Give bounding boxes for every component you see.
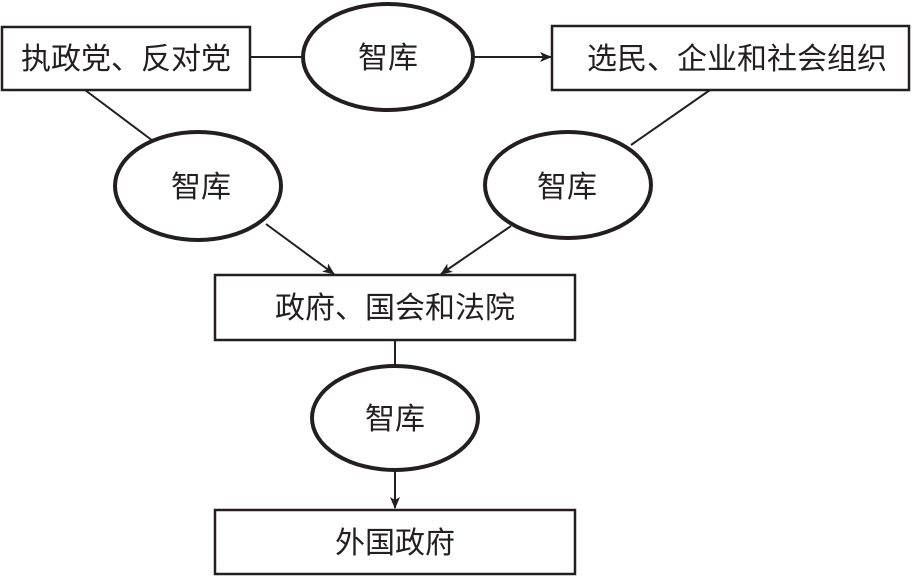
node-voters-label: 选民、企业和社会组织 (587, 42, 887, 77)
edge-right-think-tank-to-government (440, 225, 512, 275)
node-think-tank-top: 智库 (301, 2, 475, 112)
node-think-tank-left-label: 智库 (171, 170, 231, 205)
node-parties-label: 执政党、反对党 (21, 42, 231, 77)
node-government: 政府、国会和法院 (213, 273, 577, 342)
edge-parties-to-left-think-tank (84, 89, 154, 142)
node-think-tank-bottom: 智库 (310, 364, 480, 472)
node-foreign-government: 外国政府 (213, 508, 577, 576)
node-parties: 执政党、反对党 (0, 25, 252, 92)
node-voters: 选民、企业和社会组织 (550, 24, 911, 92)
node-think-tank-bottom-label: 智库 (365, 402, 425, 437)
node-think-tank-top-label: 智库 (358, 41, 418, 76)
node-think-tank-left: 智库 (113, 130, 283, 242)
edge-left-think-tank-to-government (265, 223, 335, 275)
edge-voters-to-right-think-tank (630, 89, 711, 146)
node-government-label: 政府、国会和法院 (275, 291, 515, 326)
node-think-tank-right-label: 智库 (537, 170, 597, 205)
node-foreign-government-label: 外国政府 (335, 526, 455, 561)
node-think-tank-right: 智库 (483, 130, 653, 240)
